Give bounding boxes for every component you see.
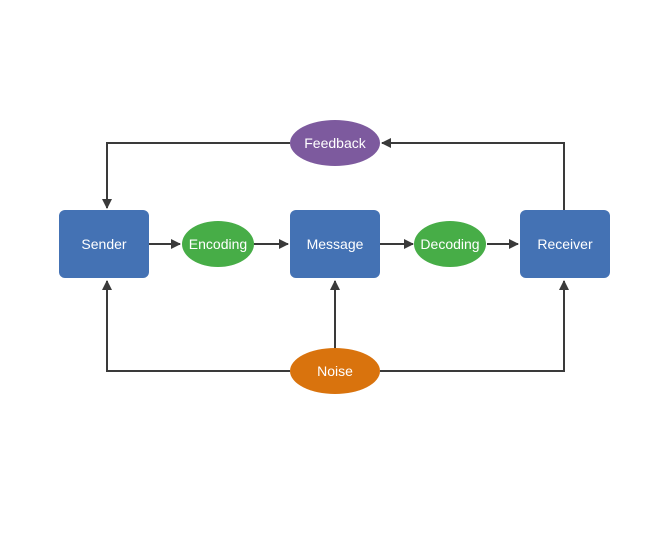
arrow-feedback-to-sender [102, 142, 290, 209]
node-decoding: Decoding [414, 221, 486, 267]
node-encoding: Encoding [182, 221, 254, 267]
encoding-label: Encoding [189, 236, 247, 252]
node-sender: Sender [59, 210, 149, 278]
noise-ellipse [290, 348, 380, 394]
node-receiver: Receiver [520, 210, 610, 278]
feedback-ellipse [290, 120, 380, 166]
decoding-label: Decoding [420, 236, 479, 252]
connectors [102, 138, 569, 372]
sender-box [59, 210, 149, 278]
arrow-noise-to-receiver [380, 280, 569, 372]
arrow-noise-to-sender [102, 280, 290, 372]
receiver-label: Receiver [537, 236, 593, 252]
decoding-ellipse [414, 221, 486, 267]
encoding-ellipse [182, 221, 254, 267]
receiver-box [520, 210, 610, 278]
message-box [290, 210, 380, 278]
noise-label: Noise [317, 363, 353, 379]
node-noise: Noise [290, 348, 380, 394]
arrow-receiver-to-feedback [381, 138, 565, 210]
sender-label: Sender [81, 236, 126, 252]
node-feedback: Feedback [290, 120, 380, 166]
message-label: Message [307, 236, 364, 252]
node-message: Message [290, 210, 380, 278]
feedback-label: Feedback [304, 135, 366, 151]
